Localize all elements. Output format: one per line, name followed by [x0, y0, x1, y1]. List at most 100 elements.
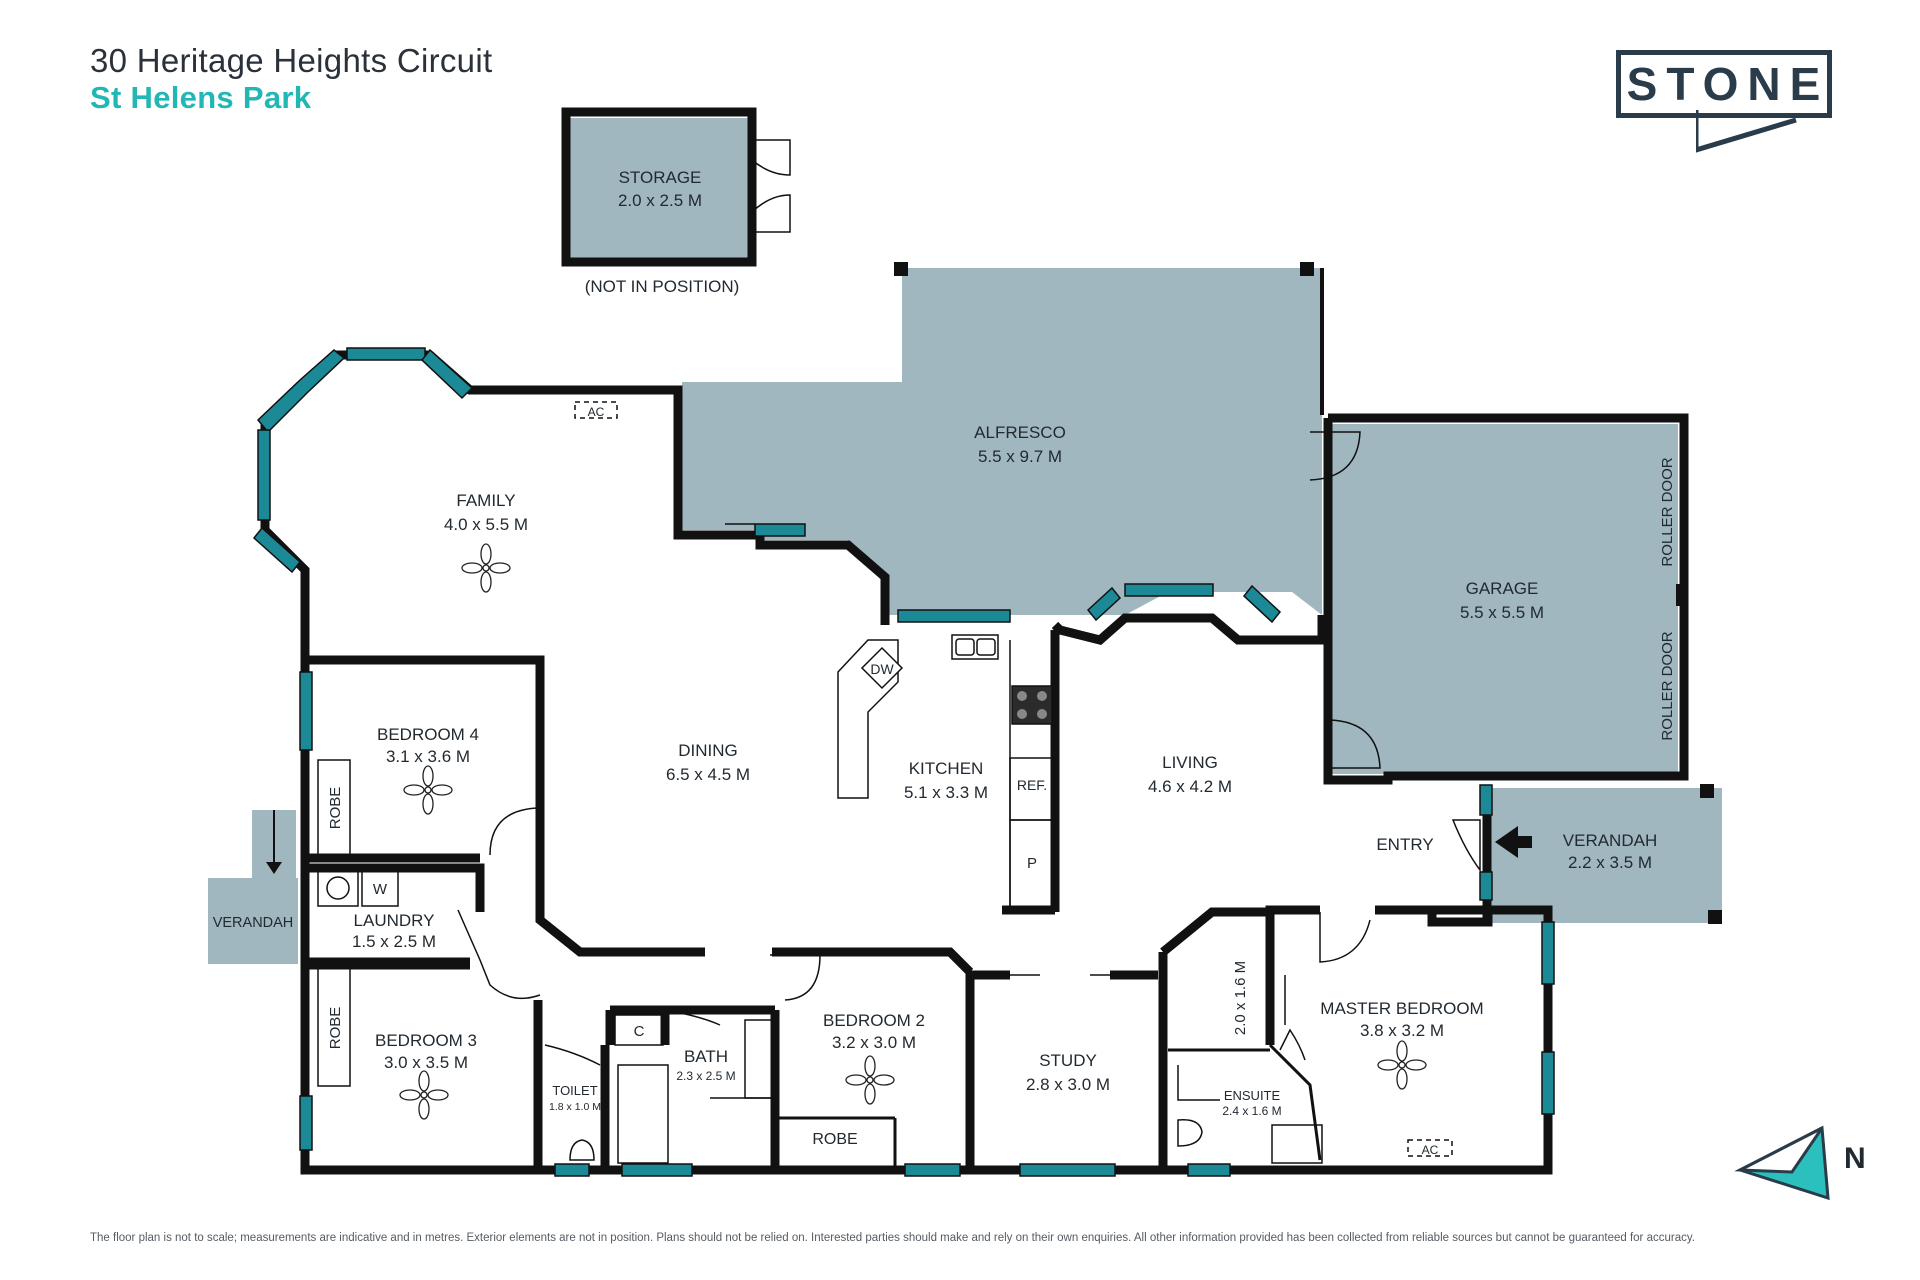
room-labels: STORAGE 2.0 x 2.5 M (NOT IN POSITION) AL… — [213, 168, 1658, 1157]
window-kitchen — [897, 609, 1011, 623]
storage-door-2 — [751, 194, 791, 233]
kitchen-sink — [951, 634, 999, 660]
window-bath — [621, 1163, 693, 1177]
robe-bed4-label: ROBE — [327, 787, 344, 830]
ensuite-vanity — [1271, 1124, 1323, 1164]
stone-logo: STONE — [1616, 50, 1848, 154]
doors — [457, 139, 1481, 1066]
master-dims: 3.8 x 3.2 M — [1360, 1021, 1444, 1040]
compass-label: N — [1844, 1142, 1866, 1175]
window-study — [1019, 1163, 1116, 1177]
verandah-side-fill — [208, 878, 298, 964]
garage-door-2 — [1329, 719, 1381, 769]
laundry-door — [457, 909, 541, 1000]
logo-text: STONE — [1626, 58, 1830, 110]
master-north-wall-a — [1265, 905, 1320, 915]
bedroom2-north-wall — [772, 947, 974, 976]
sink-bowl-2 — [976, 638, 996, 656]
disclaimer-text: The floor plan is not to scale; measurem… — [90, 1232, 1695, 1244]
robe-bed3 — [317, 967, 351, 1087]
fan-master — [1377, 1040, 1427, 1090]
robe-bed4 — [317, 759, 351, 857]
window-family-ne — [420, 348, 474, 400]
cupboard — [614, 1014, 664, 1046]
storage-name: STORAGE — [619, 168, 702, 187]
bed2-door — [770, 954, 821, 1001]
alfresco-fill — [682, 268, 1322, 615]
ac-family — [574, 401, 618, 419]
bedroom4-dims: 3.1 x 3.6 M — [386, 747, 470, 766]
laundry-name: LAUNDRY — [354, 911, 435, 930]
shaded-areas — [208, 118, 1722, 964]
window-living-nw — [1086, 586, 1122, 622]
ceiling-fans — [399, 543, 1427, 1120]
post-verandah-ne — [1700, 784, 1714, 798]
toilet-name: TOILET — [552, 1083, 597, 1098]
laundry-tub — [317, 869, 359, 907]
window-master-1 — [1541, 921, 1555, 985]
ensuite-toilet — [1177, 1119, 1203, 1147]
posts — [894, 262, 1722, 924]
study-name: STUDY — [1039, 1051, 1097, 1070]
window-living-n — [1124, 583, 1214, 597]
window-family-w — [257, 429, 271, 521]
ensuite-shower — [1177, 1065, 1220, 1101]
storage-walls — [561, 107, 757, 267]
verandah-front-fill — [1490, 788, 1722, 923]
misc-fixtures — [317, 401, 1453, 1164]
fan-bedroom4 — [403, 765, 453, 815]
window-entry-s — [1479, 871, 1493, 901]
study-dims: 2.8 x 3.0 M — [1026, 1075, 1110, 1094]
window-family-sw — [252, 526, 302, 574]
window-bed2 — [904, 1163, 961, 1177]
laundry-basin — [326, 876, 350, 900]
ac-master — [1407, 1139, 1453, 1157]
storage-fill — [570, 118, 750, 258]
entry-arrow-icon — [1495, 826, 1532, 858]
dining-south-wall — [535, 860, 705, 957]
living-name: LIVING — [1162, 753, 1218, 772]
storage-dims: 2.0 x 2.5 M — [618, 191, 702, 210]
dw-label: DW — [870, 661, 894, 677]
roller-door-label-1: ROLLER DOOR — [1659, 457, 1676, 566]
ac-family-label: AC — [588, 405, 605, 419]
ensuite-dims: 2.4 x 1.6 M — [1222, 1104, 1281, 1118]
post-alfresco-ne — [1300, 262, 1314, 276]
family-name: FAMILY — [456, 491, 515, 510]
ref-label: REF. — [1017, 777, 1047, 793]
window-bed3 — [299, 1095, 313, 1151]
verandah-front-name: VERANDAH — [1563, 831, 1657, 850]
laundry-top-wall — [305, 863, 485, 912]
bath-vanity — [744, 1019, 774, 1099]
garage-dims: 5.5 x 5.5 M — [1460, 603, 1544, 622]
window-entry-n — [1479, 784, 1493, 816]
fan-bedroom2 — [845, 1055, 895, 1105]
dining-alfresco-wall — [673, 395, 890, 625]
bed4-door — [489, 807, 539, 856]
kitchen-island — [837, 639, 899, 799]
post-verandah-se — [1708, 910, 1722, 924]
dining-dims: 6.5 x 4.5 M — [666, 765, 750, 784]
ensuite-wall — [1268, 1043, 1322, 1161]
window-bed4 — [299, 671, 313, 751]
north-compass-icon — [1734, 1125, 1830, 1201]
window-family-n — [346, 347, 426, 361]
address-title: 30 Heritage Heights Circuit — [90, 42, 493, 79]
alfresco-name: ALFRESCO — [974, 423, 1066, 442]
verandah-side-arrow-icon — [266, 810, 282, 874]
toilet-bowl — [569, 1139, 595, 1161]
cooktop — [1011, 685, 1053, 725]
cooktop-rings — [1017, 691, 1047, 719]
bedroom2-dims: 3.2 x 3.0 M — [832, 1033, 916, 1052]
bath-name: BATH — [684, 1047, 728, 1066]
window-ensuite — [1187, 1163, 1231, 1177]
bedroom3-name: BEDROOM 3 — [375, 1031, 477, 1050]
window-family-nw1 — [256, 349, 346, 434]
toilet-dims: 1.8 x 1.0 M — [549, 1101, 601, 1113]
pantry-label: P — [1027, 855, 1037, 872]
wir-wall — [1160, 907, 1275, 1045]
kitchen-dims: 5.1 x 3.3 M — [904, 783, 988, 802]
dining-name: DINING — [678, 741, 738, 760]
storage-note: (NOT IN POSITION) — [585, 277, 740, 296]
ensuite-door — [1279, 1028, 1306, 1061]
